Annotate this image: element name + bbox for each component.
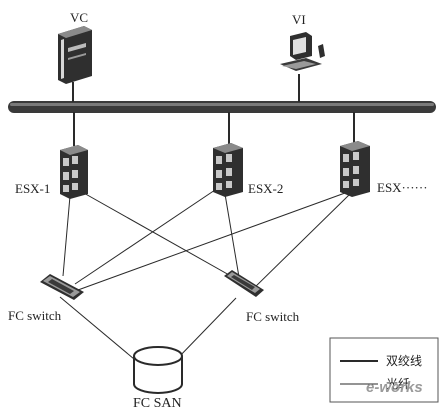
bus-connectors [72,74,355,146]
vc-label: VC [70,10,88,25]
vc-server-icon [58,26,92,84]
legend: 双绞线 光纤 [329,337,439,403]
fc-san-label: FC SAN [133,396,182,411]
legend-twisted-pair-label: 双绞线 [386,353,422,368]
vi-workstation-icon [280,32,325,71]
fc-switch-right-icon [224,270,264,297]
esx-3-server-icon [340,141,370,197]
esx-2-server-icon [213,143,243,197]
esx-3-label: ESX······ [377,180,428,195]
fc-switch-left-label: FC switch [8,308,62,323]
fc-san-storage-icon [133,346,183,394]
fc-switch-right-label: FC switch [246,309,300,324]
legend-fiber-label: 光纤 [386,377,410,391]
fc-switch-left-icon [40,274,84,300]
fiber-links [59,189,351,365]
esx-1-label: ESX-1 [15,181,50,196]
watermark: e-works [366,379,423,396]
vi-label: VI [292,12,306,27]
ethernet-bus [8,101,436,113]
esx-1-server-icon [60,145,88,199]
esx-2-label: ESX-2 [248,181,283,196]
